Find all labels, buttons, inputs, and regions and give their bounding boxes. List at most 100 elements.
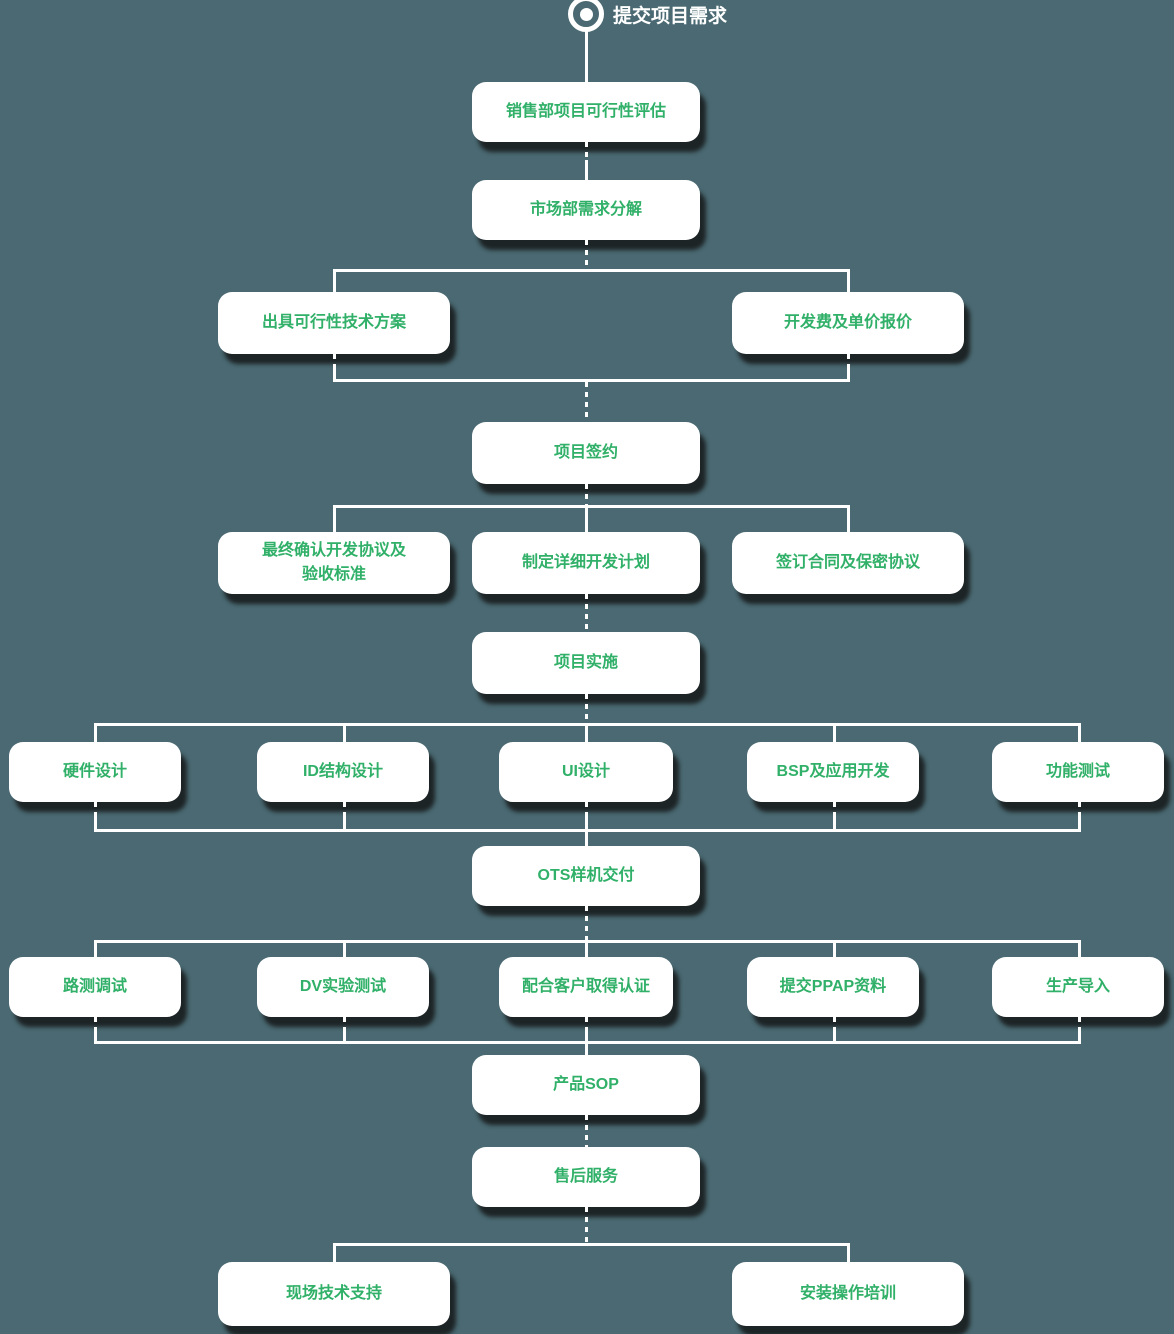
connector-horizontal	[333, 505, 850, 508]
connector-dashed	[585, 382, 588, 422]
connector-vertical	[1078, 816, 1081, 832]
node-final-agreement: 最终确认开发协议及 验收标准	[218, 532, 450, 594]
node-label: 项目签约	[553, 444, 618, 461]
connector-dashed	[94, 802, 97, 816]
node-onsite-support: 现场技术支持	[218, 1262, 450, 1326]
connector-vertical	[1078, 723, 1081, 742]
connector-dashed	[833, 802, 836, 816]
connector-horizontal	[94, 1041, 1081, 1044]
node-label: 售后服务	[553, 1168, 618, 1185]
connector-vertical	[833, 723, 836, 742]
connector-vertical	[1078, 1031, 1081, 1044]
connector-vertical	[94, 940, 97, 957]
node-function-test: 功能测试	[992, 742, 1164, 802]
node-label: 生产导入	[1045, 978, 1110, 995]
node-label: 安装操作培训	[799, 1285, 896, 1302]
connector-dashed	[1078, 1017, 1081, 1031]
node-hardware-design: 硬件设计	[9, 742, 181, 802]
connector-vertical	[833, 1031, 836, 1044]
connector-vertical	[1078, 940, 1081, 957]
node-label: DV实验测试	[299, 978, 387, 995]
start-label: 提交项目需求	[613, 6, 728, 27]
connector-vertical	[585, 1044, 588, 1055]
connector-vertical	[343, 940, 346, 957]
connector-vertical	[585, 160, 588, 180]
node-product-sop: 产品SOP	[472, 1055, 700, 1115]
connector-dashed	[585, 240, 588, 269]
node-production-intro: 生产导入	[992, 957, 1164, 1017]
node-sales-feasibility: 销售部项目可行性评估	[472, 82, 700, 142]
connector-horizontal	[333, 269, 850, 272]
connector-horizontal	[333, 379, 850, 382]
node-after-sales-service: 售后服务	[472, 1147, 700, 1207]
connector-dashed	[585, 906, 588, 940]
node-label: 现场技术支持	[285, 1285, 382, 1302]
connector-vertical	[833, 816, 836, 832]
connector-horizontal	[333, 1243, 850, 1246]
node-technical-proposal: 出具可行性技术方案	[218, 292, 450, 354]
connector-dashed	[343, 802, 346, 816]
target-bullseye-icon	[568, 0, 604, 32]
connector-vertical	[333, 269, 336, 292]
node-label: BSP及应用开发	[776, 763, 890, 780]
connector-vertical	[585, 940, 588, 957]
connector-dashed	[585, 802, 588, 816]
node-ots-delivery: OTS样机交付	[472, 846, 700, 906]
node-label: 出具可行性技术方案	[261, 314, 406, 331]
connector-vertical	[585, 723, 588, 742]
connector-dashed	[833, 1017, 836, 1031]
node-road-test: 路测调试	[9, 957, 181, 1017]
connector-vertical	[343, 816, 346, 832]
node-contract-nda: 签订合同及保密协议	[732, 532, 964, 594]
node-label: 功能测试	[1045, 763, 1110, 780]
node-marketing-breakdown: 市场部需求分解	[472, 180, 700, 240]
connector-vertical	[847, 1243, 850, 1262]
node-ui-design: UI设计	[499, 742, 673, 802]
node-label: 路测调试	[62, 978, 127, 995]
connector-dashed	[585, 1115, 588, 1147]
connector-vertical	[333, 1243, 336, 1262]
connector-dashed	[585, 142, 588, 160]
node-ppap-submission: 提交PPAP资料	[747, 957, 919, 1017]
node-label: 销售部项目可行性评估	[505, 103, 666, 120]
node-project-implementation: 项目实施	[472, 632, 700, 694]
connector-dashed	[343, 1017, 346, 1031]
node-dv-test: DV实验测试	[257, 957, 429, 1017]
connector-vertical	[847, 368, 850, 382]
connector-vertical	[343, 1031, 346, 1044]
node-bsp-app-dev: BSP及应用开发	[747, 742, 919, 802]
connector-vertical	[94, 1031, 97, 1044]
connector-dashed	[847, 354, 850, 368]
connector-vertical	[333, 368, 336, 382]
node-label: ID结构设计	[302, 763, 383, 780]
connector-horizontal	[94, 829, 1081, 832]
node-project-signing: 项目签约	[472, 422, 700, 484]
connector-dashed	[1078, 802, 1081, 816]
connector-vertical	[94, 723, 97, 742]
node-label: 硬件设计	[62, 763, 127, 780]
connector-vertical	[343, 723, 346, 742]
node-customer-certification: 配合客户取得认证	[499, 957, 673, 1017]
node-label: UI设计	[561, 763, 610, 780]
node-label: 市场部需求分解	[529, 201, 642, 218]
node-dev-fee-quote: 开发费及单价报价	[732, 292, 964, 354]
node-installation-training: 安装操作培训	[732, 1262, 964, 1326]
node-label: 制定详细开发计划	[521, 554, 650, 571]
node-label: 最终确认开发协议及 验收标准	[261, 542, 406, 583]
node-label: 提交PPAP资料	[779, 978, 887, 995]
connector-vertical	[585, 31, 588, 82]
target-bullseye-dot	[580, 8, 593, 21]
connector-vertical	[585, 816, 588, 832]
connector-vertical	[847, 505, 850, 532]
node-label: OTS样机交付	[537, 867, 635, 884]
connector-vertical	[333, 505, 336, 532]
connector-dashed	[94, 1017, 97, 1031]
node-label: 项目实施	[553, 654, 618, 671]
node-label: 签订合同及保密协议	[775, 554, 920, 571]
connector-vertical	[585, 1031, 588, 1044]
connector-dashed	[585, 484, 588, 505]
node-detailed-dev-plan: 制定详细开发计划	[472, 532, 700, 594]
connector-vertical	[585, 505, 588, 532]
node-label: 开发费及单价报价	[783, 314, 912, 331]
